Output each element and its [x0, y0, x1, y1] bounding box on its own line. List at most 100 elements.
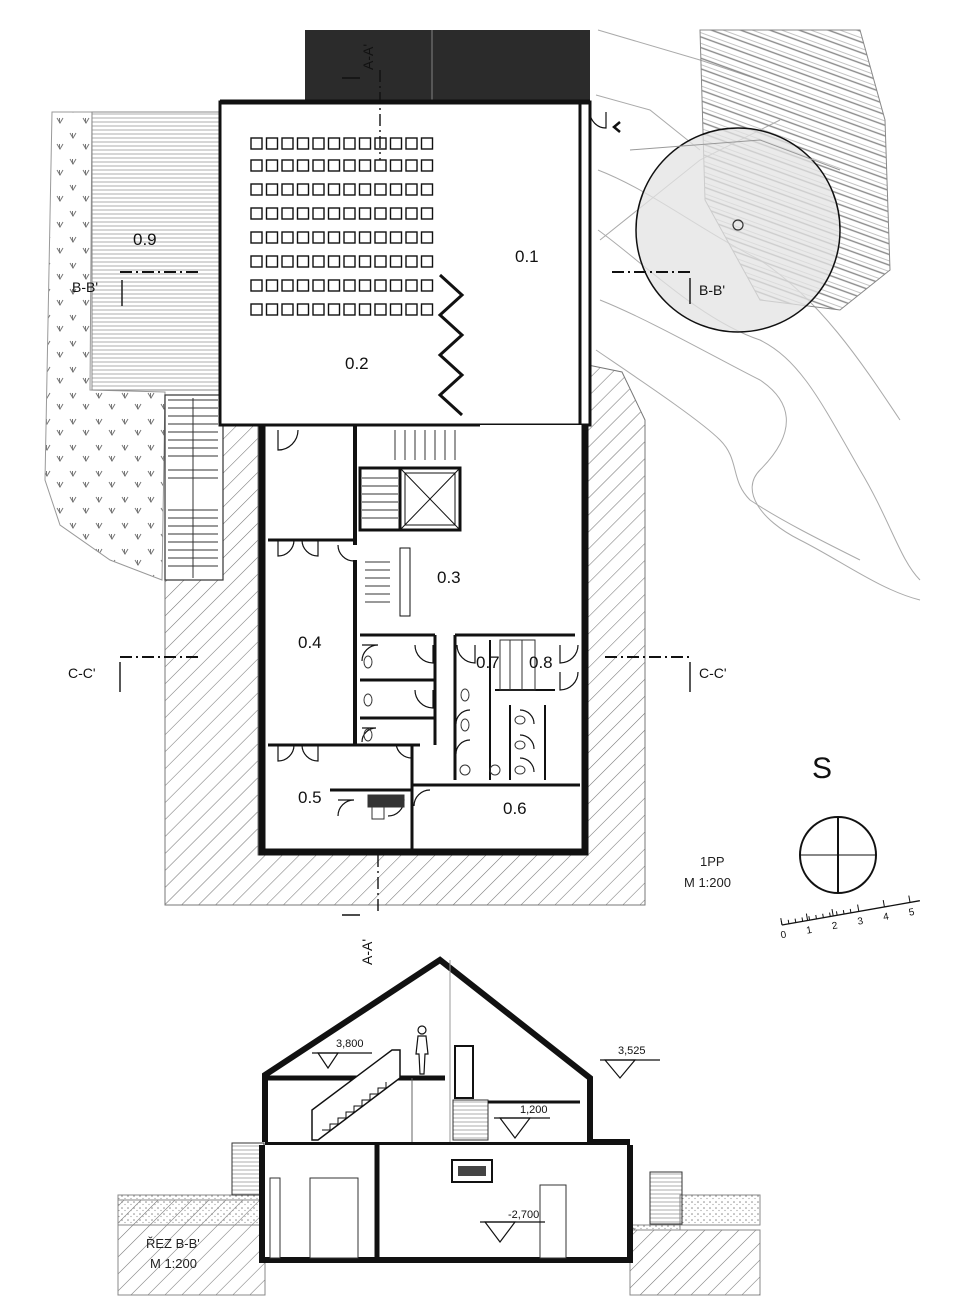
seat	[265, 231, 279, 244]
seat	[374, 255, 387, 268]
scale-bar-major-tick	[882, 899, 885, 908]
seat	[420, 279, 434, 292]
level-label-3525: 3,525	[618, 1045, 646, 1057]
seat	[420, 183, 434, 196]
terrace	[91, 111, 221, 391]
seat	[281, 207, 294, 220]
seat	[296, 159, 310, 172]
seat	[420, 255, 434, 268]
seat	[343, 207, 356, 220]
scale-bar-minor-tick	[794, 918, 797, 923]
seat	[405, 137, 418, 150]
door-swings	[277, 111, 621, 817]
seat	[250, 207, 263, 220]
seat	[327, 159, 341, 172]
person-silhouette	[415, 1025, 429, 1075]
ground-hatch	[164, 364, 646, 906]
seat	[265, 159, 279, 172]
seat	[327, 279, 341, 292]
seating-grid	[250, 137, 434, 316]
seat	[312, 303, 325, 316]
seat	[389, 207, 403, 220]
scale-bar-label: 0	[780, 929, 788, 941]
seat	[374, 231, 387, 244]
site-context	[44, 29, 921, 601]
seat	[420, 303, 434, 316]
seat	[265, 183, 279, 196]
room-labels: 0.1 0.2 0.3 0.4 0.5 0.6 0.7 0.8 0.9	[133, 230, 553, 818]
seat	[281, 183, 294, 196]
seat	[343, 137, 356, 150]
seat	[265, 137, 279, 150]
room-label-0-7: 0.7	[476, 653, 500, 672]
seat	[358, 183, 372, 196]
section-bb: 3,800 3,525 1,200 -2,700 ŘEZ B-B' M 1:20…	[117, 956, 761, 1296]
seat	[296, 207, 310, 220]
seat	[281, 231, 294, 244]
room-label-0-1: 0.1	[515, 247, 539, 266]
scale-bar-label: 3	[857, 916, 865, 928]
seat	[420, 231, 434, 244]
section-label-aa-bottom: A-A'	[359, 939, 375, 965]
scale-bar-label: 4	[882, 911, 890, 923]
sanitary-fixtures	[363, 639, 536, 820]
seat	[296, 255, 310, 268]
scale-bar-major-tick	[857, 904, 860, 912]
orientation-label: S	[812, 752, 832, 785]
seat	[312, 137, 325, 150]
seat	[281, 159, 294, 172]
seat	[327, 255, 341, 268]
internal-stair	[362, 430, 456, 603]
seat	[296, 137, 310, 150]
section-scale-label: M 1:200	[150, 1256, 197, 1271]
seat	[296, 303, 310, 316]
seat	[250, 231, 263, 244]
seat	[420, 159, 434, 172]
level-label-3800: 3,800	[336, 1038, 364, 1050]
seat	[312, 279, 325, 292]
seat	[358, 137, 372, 150]
seat	[389, 231, 403, 244]
seat	[389, 279, 403, 292]
seat	[312, 207, 325, 220]
seat	[405, 255, 418, 268]
plan-scale-label: M 1:200	[684, 875, 731, 890]
room-label-0-6: 0.6	[503, 799, 527, 818]
scale-bar-label: 1	[806, 925, 814, 937]
scale-bar-minor-tick	[801, 917, 804, 922]
seat	[405, 207, 418, 220]
seat	[389, 255, 403, 268]
tree-trunk-marker	[732, 219, 744, 231]
seat	[265, 279, 279, 292]
seat	[405, 183, 418, 196]
seat	[327, 137, 341, 150]
seat	[374, 207, 387, 220]
section-labels: A-A' A-A' B-B' B-B' C-C' C-C'	[68, 44, 727, 965]
seat	[420, 137, 434, 150]
level-label-1200: 1,200	[520, 1104, 548, 1116]
seat	[327, 231, 341, 244]
seat	[312, 159, 325, 172]
seat	[281, 303, 294, 316]
seat	[405, 159, 418, 172]
seat	[312, 183, 325, 196]
seat	[420, 207, 434, 220]
seat	[250, 137, 263, 150]
section-label-aa-top: A-A'	[360, 44, 376, 70]
seat	[374, 303, 387, 316]
seat	[327, 207, 341, 220]
level-label-minus-2700: -2,700	[508, 1209, 539, 1221]
scale-bar-label: 2	[831, 920, 839, 932]
seat	[281, 279, 294, 292]
scale-bar-minor-tick	[842, 910, 845, 915]
seat	[374, 159, 387, 172]
external-stair	[164, 394, 224, 581]
seat	[250, 279, 263, 292]
scale-bar-minor-tick	[835, 911, 838, 916]
seat	[343, 183, 356, 196]
seat	[343, 255, 356, 268]
upper-roof-block	[305, 30, 590, 102]
seat	[358, 159, 372, 172]
scale-bar-minor-tick	[849, 908, 852, 913]
